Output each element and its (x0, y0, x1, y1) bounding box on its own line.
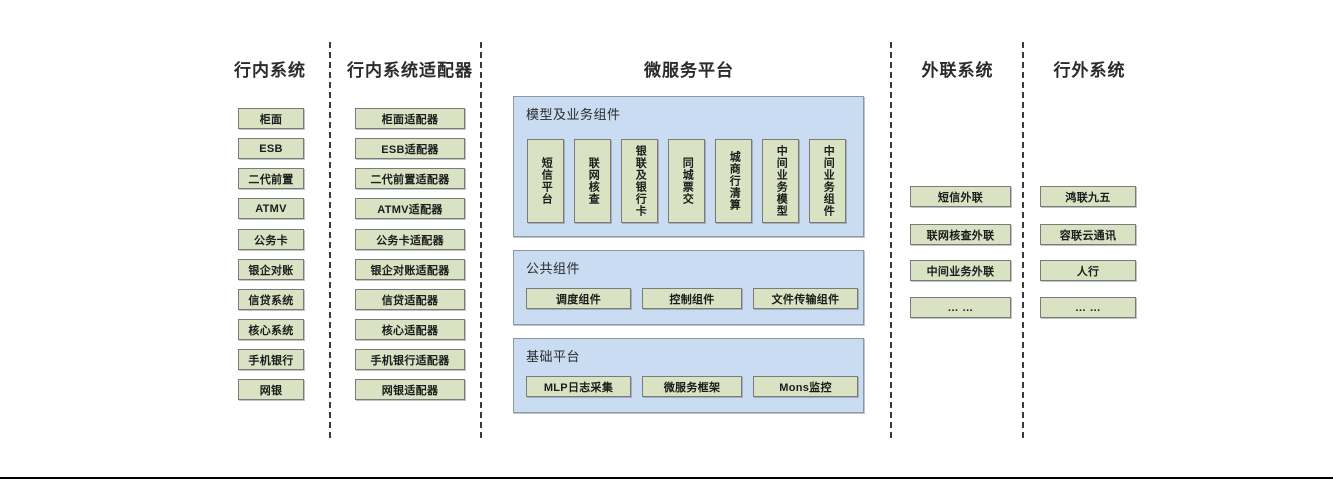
list-item[interactable]: 人行 (1040, 260, 1136, 281)
list-item[interactable]: … … (1040, 297, 1136, 318)
list-item-label: 同城票交 (681, 157, 694, 205)
panel-title: 模型及业务组件 (526, 107, 621, 122)
list-item[interactable]: Mons监控 (753, 376, 858, 397)
list-item-label: 联网核查 (587, 157, 600, 205)
list-item[interactable]: 容联云通讯 (1040, 224, 1136, 245)
panel-base-platform: 基础平台 MLP日志采集 微服务框架 Mons监控 (513, 338, 864, 413)
list-item[interactable]: 文件传输组件 (753, 288, 858, 309)
panel-public-components: 公共组件 调度组件 控制组件 文件传输组件 (513, 250, 864, 325)
list-item[interactable]: 联网核查外联 (910, 224, 1011, 245)
list-item-label: 中间业务模型 (775, 145, 788, 217)
list-item[interactable]: 二代前置适配器 (355, 168, 465, 189)
list-item[interactable]: ESB (238, 138, 304, 159)
list-item[interactable]: 公务卡适配器 (355, 229, 465, 250)
panel-model-business-components: 模型及业务组件 短信平台 联网核查 银联及银行卡 同城票交 城商行清算 中间业务… (513, 96, 864, 237)
list-item[interactable]: 城商行清算 (715, 139, 752, 223)
list-item[interactable]: 中间业务组件 (809, 139, 846, 223)
list-item[interactable]: 中间业务外联 (910, 260, 1011, 281)
list-item[interactable]: 调度组件 (526, 288, 631, 309)
list-item[interactable]: 柜面 (238, 108, 304, 129)
list-item[interactable]: … … (910, 297, 1011, 318)
list-item[interactable]: 二代前置 (238, 168, 304, 189)
list-item[interactable]: 银企对账 (238, 259, 304, 280)
list-item-label: 银联及银行卡 (634, 145, 647, 217)
column-title-in-bank-adapters: 行内系统适配器 (347, 61, 473, 80)
list-item[interactable]: ESB适配器 (355, 138, 465, 159)
list-item-label: 中间业务组件 (822, 145, 835, 217)
list-item[interactable]: 网银适配器 (355, 379, 465, 400)
column-divider-3 (890, 42, 892, 438)
list-item[interactable]: 同城票交 (668, 139, 705, 223)
list-item[interactable]: ATMV适配器 (355, 198, 465, 219)
list-item[interactable]: 核心适配器 (355, 319, 465, 340)
list-item[interactable]: 信贷系统 (238, 289, 304, 310)
bottom-divider (0, 477, 1333, 479)
list-item[interactable]: 银联及银行卡 (621, 139, 658, 223)
list-item[interactable]: 网银 (238, 379, 304, 400)
list-item[interactable]: 柜面适配器 (355, 108, 465, 129)
list-item[interactable]: 短信平台 (527, 139, 564, 223)
column-divider-2 (480, 42, 482, 438)
list-item[interactable]: 信贷适配器 (355, 289, 465, 310)
column-title-off-bank-systems: 行外系统 (1053, 61, 1126, 80)
list-item[interactable]: 手机银行 (238, 349, 304, 370)
column-divider-4 (1022, 42, 1024, 438)
list-item[interactable]: 微服务框架 (642, 376, 742, 397)
column-title-in-bank-systems: 行内系统 (234, 61, 306, 80)
list-item[interactable]: 银企对账适配器 (355, 259, 465, 280)
list-item[interactable]: ATMV (238, 198, 304, 219)
list-item-label: 城商行清算 (728, 151, 741, 211)
list-item[interactable]: 中间业务模型 (762, 139, 799, 223)
list-item[interactable]: 控制组件 (642, 288, 742, 309)
list-item[interactable]: 短信外联 (910, 186, 1011, 207)
list-item[interactable]: 手机银行适配器 (355, 349, 465, 370)
list-item[interactable]: 联网核查 (574, 139, 611, 223)
list-item-label: 短信平台 (540, 157, 553, 205)
list-item[interactable]: 鸿联九五 (1040, 186, 1136, 207)
list-item[interactable]: MLP日志采集 (526, 376, 631, 397)
list-item[interactable]: 核心系统 (238, 319, 304, 340)
column-title-external-link-systems: 外联系统 (921, 61, 994, 80)
panel-title: 公共组件 (526, 261, 581, 276)
column-title-microservice-platform: 微服务平台 (644, 61, 734, 80)
panel-title: 基础平台 (526, 349, 581, 364)
column-divider-1 (329, 42, 331, 438)
list-item[interactable]: 公务卡 (238, 229, 304, 250)
